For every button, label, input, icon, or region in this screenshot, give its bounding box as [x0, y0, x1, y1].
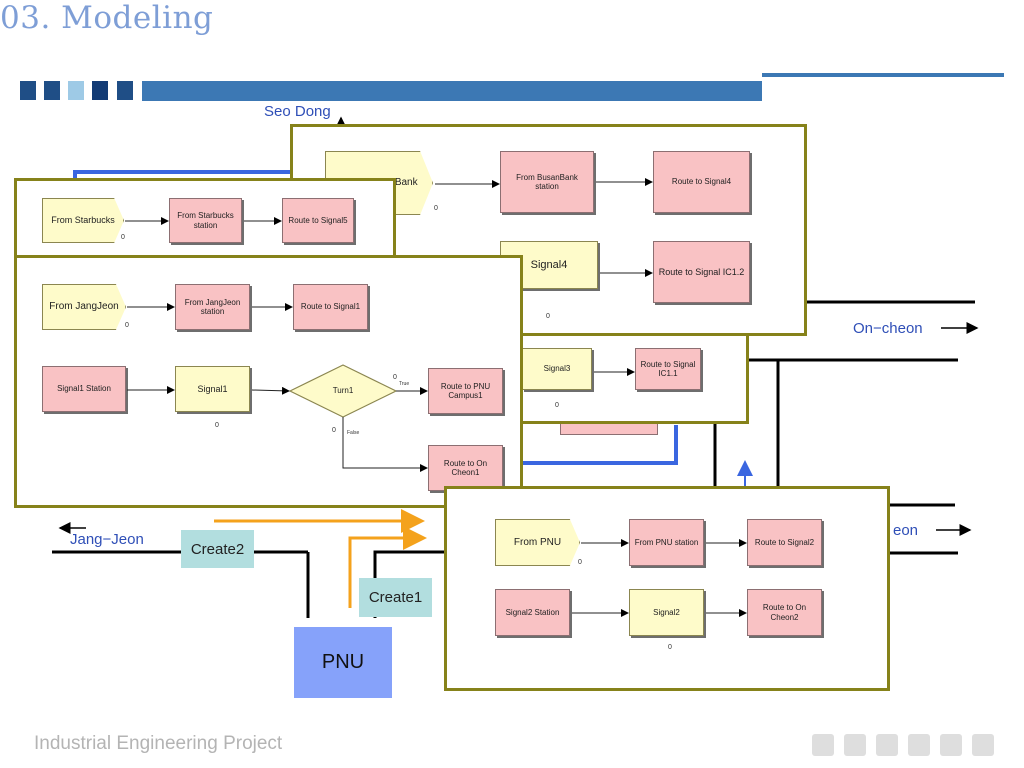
footer-square: [972, 734, 994, 756]
jangjeon-connectors: [127, 303, 428, 472]
jangjeon-panel: From JangJeon 0 From JangJeon station Ro…: [14, 255, 523, 508]
signal3-panel: Signal3 Route to Signal IC1.1 0: [497, 333, 749, 424]
signal1-module: Signal1: [175, 366, 250, 412]
pnu-counter: 0: [578, 559, 582, 566]
pnu-block: PNU: [294, 627, 392, 698]
on-cheon-partial-label: eon: [893, 522, 919, 539]
starbucks-connectors: [125, 217, 282, 225]
signal3-module: Signal3: [522, 348, 592, 390]
route-to-signal4-module: Route to Signal4: [653, 151, 750, 213]
route-to-signal-ic11-module: Route to Signal IC1.1: [635, 348, 701, 390]
starbucks-panel: From Starbucks 0 From Starbucks station …: [14, 178, 396, 260]
from-starbucks-module: From Starbucks: [42, 198, 124, 243]
from-jangjeon-module: From JangJeon: [42, 284, 126, 330]
page-title: 03. Modeling: [0, 0, 214, 36]
route-to-signal5-module: Route to Signal5: [282, 198, 354, 243]
on-cheon-label: On−cheon: [853, 320, 923, 337]
signal3-connectors: [594, 368, 635, 376]
decide-false-counter: 0: [332, 427, 336, 434]
route-to-pnu-campus1-module: Route to PNU Campus1: [428, 368, 503, 414]
from-jangjeon-station-module: From JangJeon station: [175, 284, 250, 330]
signal1-counter: 0: [215, 422, 219, 429]
signal3-counter: 0: [555, 402, 559, 409]
busanbank-counter-a: 0: [434, 205, 438, 212]
signal1-station-module: Signal1 Station: [42, 366, 126, 412]
from-pnu-module: From PNU: [495, 519, 580, 566]
turn1-decide-module: Turn1: [332, 386, 354, 396]
footer-square: [876, 734, 898, 756]
from-busanbank-station-module: From BusanBank station: [500, 151, 594, 213]
starbucks-counter: 0: [121, 234, 125, 241]
route-to-signal2-module: Route to Signal2: [747, 519, 822, 566]
header-square: [37, 81, 40, 100]
create2-block: Create2: [181, 530, 254, 568]
decide-false-label: False: [347, 430, 360, 436]
header-square: [20, 81, 36, 100]
pnu-panel: From PNU 0 From PNU station Route to Sig…: [444, 486, 890, 691]
signal2-station-module: Signal2 Station: [495, 589, 570, 636]
pnu-connectors: [572, 539, 747, 617]
route-to-signal1-module: Route to Signal1: [293, 284, 368, 330]
footer-square: [812, 734, 834, 756]
header-square: [68, 81, 84, 100]
footer-square: [844, 734, 866, 756]
route-to-on-cheon1-module: Route to On Cheon1: [428, 445, 503, 491]
seo-dong-label: Seo Dong: [264, 103, 331, 120]
footer-square: [908, 734, 930, 756]
signal2-counter: 0: [668, 644, 672, 651]
header-line: [762, 73, 1004, 77]
header-square: [117, 81, 133, 100]
decide-true-counter: 0: [393, 374, 397, 381]
jang-jeon-label: Jang−Jeon: [70, 531, 144, 548]
footer-square: [940, 734, 962, 756]
header-square: [92, 81, 108, 100]
hidden-module-edge: [560, 424, 658, 435]
route-to-on-cheon2-module: Route to On Cheon2: [747, 589, 822, 636]
from-starbucks-station-module: From Starbucks station: [169, 198, 242, 243]
header-square: [44, 81, 60, 100]
create1-block: Create1: [359, 578, 432, 617]
signal2-module: Signal2: [629, 589, 704, 636]
signal4-counter: 0: [546, 313, 550, 320]
decide-true-label: True: [399, 381, 410, 387]
header-bar: [142, 81, 762, 101]
jangjeon-counter: 0: [125, 322, 129, 329]
footer-text: Industrial Engineering Project: [34, 733, 283, 754]
busanbank-connectors: [435, 178, 653, 277]
from-pnu-station-module: From PNU station: [629, 519, 704, 566]
route-to-signal-ic12-module: Route to Signal IC1.2: [653, 241, 750, 303]
